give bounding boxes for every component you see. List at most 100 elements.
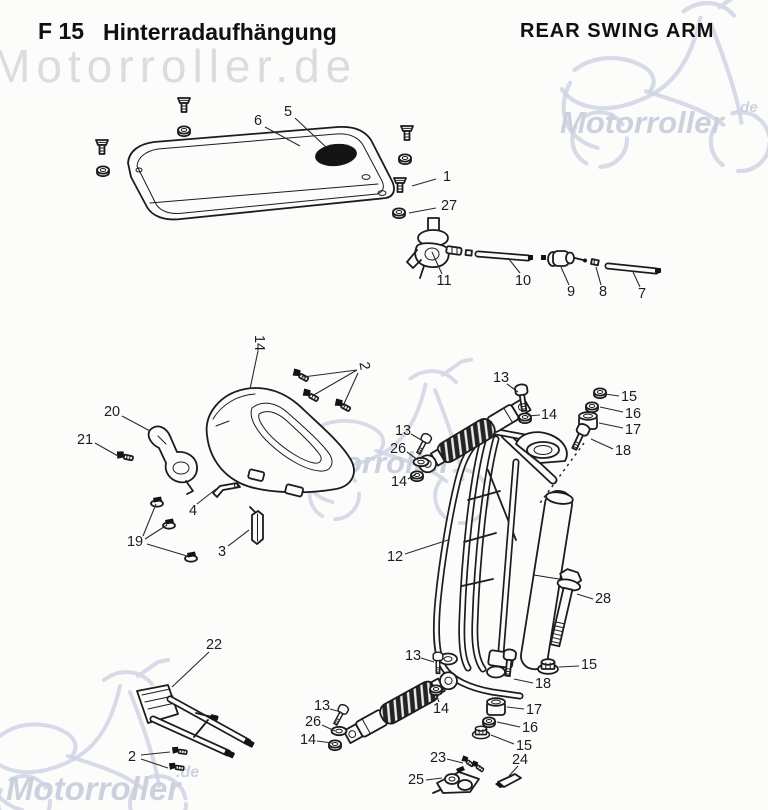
part-1-screw bbox=[95, 139, 109, 155]
page-code: F 15 bbox=[38, 18, 84, 44]
part-10-rod bbox=[464, 249, 533, 262]
leader-line-2 bbox=[140, 758, 169, 769]
part-1-screw bbox=[393, 177, 407, 193]
leader-line-2 bbox=[311, 369, 358, 397]
leader-line-7 bbox=[632, 271, 641, 288]
part-callout-14: 14 bbox=[391, 474, 407, 490]
watermark-brand-domain: Motorroller.de bbox=[0, 40, 357, 92]
leader-line-14 bbox=[249, 350, 259, 390]
part-14-cover bbox=[205, 387, 355, 498]
part-25-bracket bbox=[432, 766, 480, 794]
leader-line-18 bbox=[590, 438, 614, 450]
leader-line-19 bbox=[146, 543, 188, 557]
leader-line-13 bbox=[420, 657, 435, 663]
part-4-bracket bbox=[212, 482, 241, 498]
part-21-screw bbox=[114, 449, 135, 463]
part-callout-25: 25 bbox=[408, 772, 424, 788]
part-callout-5: 5 bbox=[284, 104, 292, 120]
leader-line-17 bbox=[598, 422, 624, 429]
leader-line-15 bbox=[490, 734, 515, 745]
part-callout-17: 17 bbox=[625, 422, 641, 438]
part-callout-8: 8 bbox=[599, 284, 607, 300]
part-callout-7: 7 bbox=[638, 286, 646, 302]
leader-line-15 bbox=[604, 393, 620, 397]
part-5-plug-hole bbox=[315, 143, 357, 167]
leader-line-8 bbox=[595, 266, 602, 286]
part-callout-3: 3 bbox=[218, 544, 226, 560]
part-7-rod bbox=[604, 262, 661, 275]
leader-line-20 bbox=[121, 415, 151, 432]
part-callout-20: 20 bbox=[104, 404, 120, 420]
part-callout-15: 15 bbox=[581, 657, 597, 673]
leader-line-14 bbox=[316, 740, 333, 744]
leader-line-15 bbox=[558, 665, 580, 668]
part-15-nut bbox=[593, 387, 607, 400]
artwork-layer bbox=[95, 97, 661, 794]
leader-line-2 bbox=[140, 751, 171, 756]
part-callout-13: 13 bbox=[405, 648, 421, 664]
leader-line-4 bbox=[196, 488, 217, 505]
part-14-nut bbox=[518, 412, 532, 425]
part-27-nut bbox=[392, 207, 406, 220]
leader-line-14 bbox=[435, 693, 440, 703]
part-1-screw bbox=[400, 125, 414, 141]
leader-line-17 bbox=[506, 706, 525, 710]
part-22-rack bbox=[136, 684, 255, 759]
part-27-nut bbox=[398, 153, 412, 166]
leader-line-19 bbox=[144, 524, 168, 540]
part-callout-6: 6 bbox=[254, 113, 262, 129]
part-callout-23: 23 bbox=[430, 750, 446, 766]
part-13-bolt bbox=[330, 702, 351, 728]
part-callout-11: 11 bbox=[436, 273, 451, 289]
part-1-screw bbox=[177, 97, 191, 113]
part-15-flange-nut bbox=[471, 725, 491, 740]
page-title-de: Hinterradaufhängung bbox=[103, 19, 337, 45]
part-callout-19: 19 bbox=[127, 534, 143, 550]
leader-line-27 bbox=[408, 207, 437, 214]
part-callout-14: 14 bbox=[251, 335, 267, 351]
part-callout-26: 26 bbox=[390, 441, 406, 457]
part-callout-14: 14 bbox=[433, 701, 449, 717]
watermark-brand: Motorroller bbox=[6, 770, 182, 807]
leader-line-5 bbox=[294, 117, 327, 148]
part-callout-1: 1 bbox=[443, 169, 451, 185]
part-6-panel bbox=[127, 126, 395, 221]
leader-line-26 bbox=[406, 451, 419, 461]
part-27-nut bbox=[177, 125, 191, 138]
part-2-screw bbox=[332, 396, 353, 414]
watermark-brand: Motorroller bbox=[560, 105, 726, 140]
part-28-bolt bbox=[549, 568, 583, 648]
part-callout-28: 28 bbox=[595, 591, 611, 607]
part-8-pin bbox=[590, 258, 600, 267]
part-18-bolt bbox=[567, 421, 592, 453]
leader-line-19 bbox=[142, 503, 157, 537]
part-3-strip bbox=[249, 506, 264, 545]
part-callout-22: 22 bbox=[206, 637, 222, 653]
part-15-flange-nut bbox=[537, 658, 559, 675]
leader-line-16 bbox=[496, 721, 521, 728]
part-callout-13: 13 bbox=[493, 370, 509, 386]
part-callout-15: 15 bbox=[516, 738, 532, 754]
leader-line-13 bbox=[329, 708, 342, 713]
watermark-tld: .de bbox=[736, 99, 758, 116]
part-callout-12: 12 bbox=[387, 549, 403, 565]
part-callout-26: 26 bbox=[305, 714, 321, 730]
part-20-bracket bbox=[147, 425, 198, 495]
part-callout-16: 16 bbox=[522, 720, 538, 736]
part-19-rivet bbox=[150, 495, 164, 508]
part-14-nut bbox=[328, 739, 342, 752]
part-callout-16: 16 bbox=[625, 406, 641, 422]
leader-line-14 bbox=[407, 473, 417, 480]
part-callout-10: 10 bbox=[515, 273, 531, 289]
part-24-clip bbox=[495, 773, 522, 788]
leader-line-13 bbox=[506, 383, 519, 393]
leader-line-3 bbox=[227, 529, 250, 547]
part-19-rivet bbox=[184, 550, 198, 563]
leader-line-2 bbox=[302, 369, 358, 378]
part-16-nut bbox=[482, 716, 496, 729]
leader-line-9 bbox=[560, 266, 570, 286]
part-callout-13: 13 bbox=[314, 698, 330, 714]
